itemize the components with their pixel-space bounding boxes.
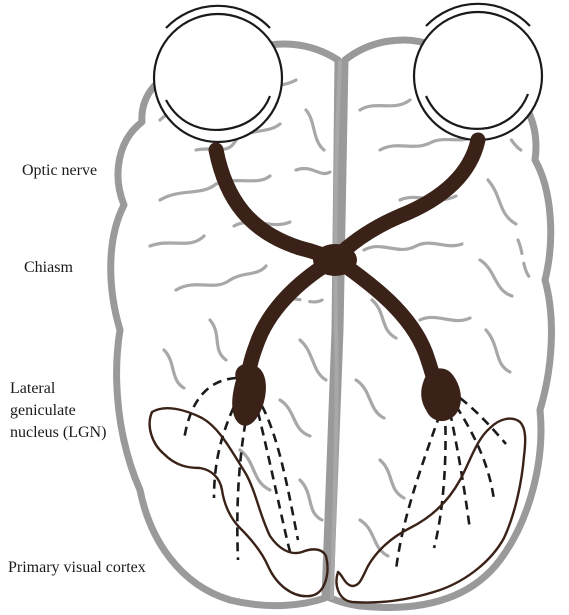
right-eye bbox=[414, 4, 542, 140]
left-optic-tract bbox=[248, 262, 330, 382]
label-lgn-line1: Lateral bbox=[10, 378, 55, 399]
right-gyri bbox=[356, 84, 530, 556]
label-lgn-line2: geniculate bbox=[10, 400, 76, 421]
right-lgn bbox=[421, 368, 461, 421]
label-lgn-line3: nucleus (LGN) bbox=[10, 422, 106, 443]
label-chiasm: Chiasm bbox=[24, 257, 73, 278]
left-eye bbox=[154, 6, 282, 142]
label-primary-visual-cortex: Primary visual cortex bbox=[8, 557, 146, 578]
label-optic-nerve: Optic nerve bbox=[22, 160, 97, 181]
left-lgn bbox=[232, 364, 266, 426]
right-optic-tract bbox=[340, 262, 436, 386]
right-primary-visual-cortex bbox=[337, 419, 526, 603]
optic-pathway bbox=[216, 140, 478, 426]
chiasm-node bbox=[313, 244, 357, 276]
left-optic-nerve bbox=[216, 150, 334, 260]
